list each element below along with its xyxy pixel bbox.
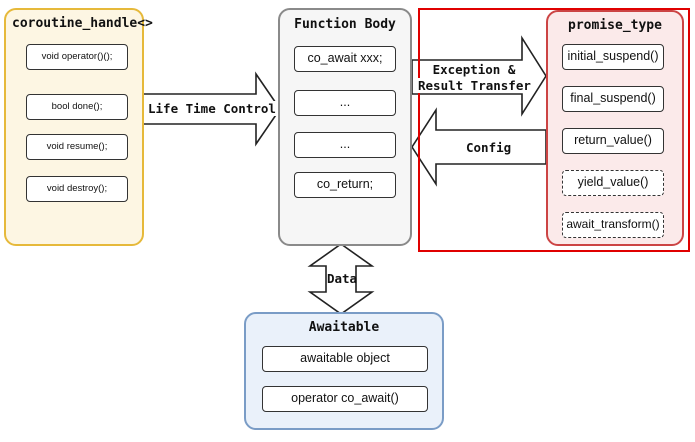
- function-body-panel: Function Body co_await xxx; ... ... co_r…: [278, 8, 412, 246]
- life-time-label: Life Time Control: [146, 101, 278, 116]
- exception-label-line2: Result Transfer: [418, 78, 531, 93]
- config-label: Config: [466, 140, 512, 155]
- body-item-co-await: co_await xxx;: [294, 46, 396, 72]
- handle-item-done: bool done();: [26, 94, 128, 120]
- coroutine-handle-title: coroutine_handle<>: [12, 16, 153, 31]
- exception-arrow: [411, 35, 547, 117]
- awaitable-item-operator: operator co_await(): [262, 386, 428, 412]
- body-item-ellipsis-2: ...: [294, 132, 396, 158]
- body-item-ellipsis-1: ...: [294, 90, 396, 116]
- promise-item-yield-value: yield_value(): [562, 170, 664, 196]
- config-arrow: [411, 107, 547, 187]
- promise-item-final-suspend: final_suspend(): [562, 86, 664, 112]
- highlight-box: [418, 8, 690, 252]
- exception-label-line1: Exception &: [432, 62, 516, 77]
- data-label: Data: [326, 271, 358, 286]
- coroutine-handle-panel: coroutine_handle<> void operator()(); bo…: [4, 8, 153, 246]
- awaitable-title: Awaitable: [308, 320, 380, 335]
- promise-item-return-value: return_value(): [562, 128, 664, 154]
- handle-item-resume: void resume();: [26, 134, 128, 160]
- awaitable-item-object: awaitable object: [262, 346, 428, 372]
- handle-item-destroy: void destroy();: [26, 176, 128, 202]
- body-item-co-return: co_return;: [294, 172, 396, 198]
- promise-type-title: promise_type: [568, 18, 662, 33]
- function-body-title: Function Body: [294, 17, 396, 32]
- awaitable-panel: Awaitable awaitable object operator co_a…: [244, 312, 444, 430]
- promise-type-panel: promise_type initial_suspend() final_sus…: [546, 10, 684, 246]
- handle-item-operator: void operator()();: [26, 44, 128, 70]
- promise-item-await-transform: await_transform(): [562, 212, 664, 238]
- promise-item-initial-suspend: initial_suspend(): [562, 44, 664, 70]
